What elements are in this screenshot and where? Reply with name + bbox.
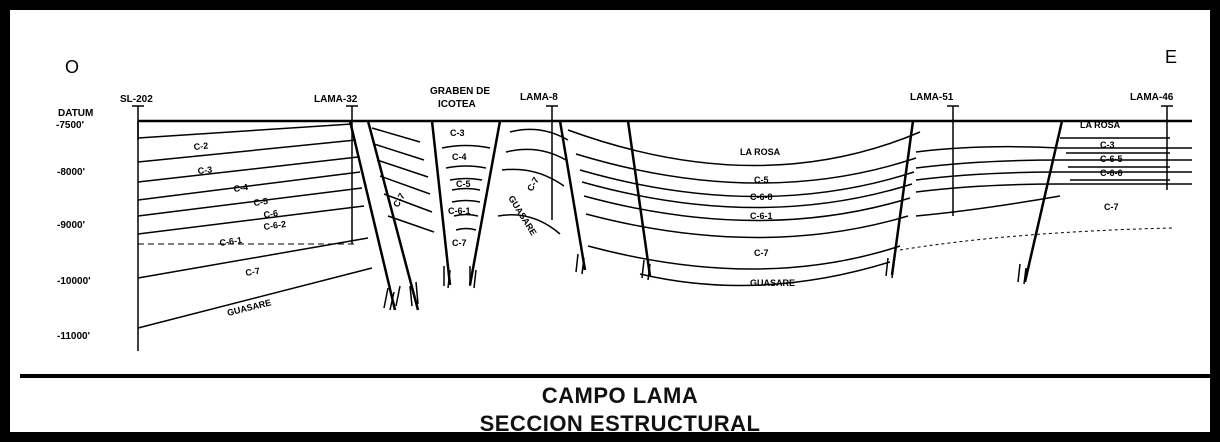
unit-c65-east: C-6-5 — [1100, 154, 1123, 164]
graben-label-line1: GRABEN DE — [430, 86, 490, 97]
structural-cross-section: O E DATUM -7500' -8000' -9000' -10000' -… — [56, 47, 1192, 351]
unit-c4-west: C-4 — [233, 182, 249, 194]
unit-c3-west: C-3 — [197, 165, 212, 176]
unit-c2-west: C-2 — [193, 141, 208, 152]
wells — [132, 105, 1173, 244]
unit-c4-graben: C-4 — [452, 152, 467, 162]
unit-c66-east: C-6-6 — [1100, 168, 1123, 178]
unit-c68-central: C-6-8 — [750, 192, 773, 202]
unit-c62-west: C-6-2 — [263, 219, 287, 232]
unit-c7-west: C-7 — [245, 266, 261, 278]
figure-caption: CAMPO LAMA SECCION ESTRUCTURAL — [20, 374, 1220, 442]
unit-c7-central: C-7 — [754, 248, 769, 258]
unit-c61-central: C-6-1 — [750, 211, 773, 221]
graben-label-line2: ICOTEA — [438, 99, 476, 110]
unit-c5-central: C-5 — [754, 175, 769, 185]
well-lama-8: LAMA-8 — [520, 92, 558, 103]
unit-c3-graben: C-3 — [450, 128, 465, 138]
unit-c7-sliver: C-7 — [391, 191, 407, 209]
unit-larosa-east: LA ROSA — [1080, 120, 1121, 130]
formation-boundaries — [137, 123, 1192, 329]
well-sl-202: SL-202 — [120, 94, 153, 105]
unit-c7-east: C-7 — [1104, 202, 1119, 212]
depth-tick-11000: -11000' — [57, 331, 90, 342]
well-lama-46: LAMA-46 — [1130, 92, 1174, 103]
unit-guasare-west: GUASARE — [226, 297, 272, 318]
unit-c5-graben: C-5 — [456, 179, 471, 189]
unit-c7-block: C-7 — [525, 175, 541, 193]
well-lama-32: LAMA-32 — [314, 94, 358, 105]
well-lama-51: LAMA-51 — [910, 92, 954, 103]
datum-depth: -7500' — [56, 120, 84, 131]
unit-c7-graben: C-7 — [452, 238, 467, 248]
datum-label: DATUM — [58, 108, 93, 119]
depth-tick-9000: -9000' — [57, 220, 85, 231]
unit-c5-west: C-5 — [253, 196, 269, 208]
depth-tick-8000: -8000' — [57, 167, 85, 178]
west-marker: O — [65, 57, 79, 77]
caption-title: CAMPO LAMA — [541, 383, 699, 408]
unit-guasare-central: GUASARE — [750, 278, 795, 288]
unit-c61-west: C-6-1 — [219, 235, 243, 248]
unit-larosa-central: LA ROSA — [740, 147, 781, 157]
depth-tick-10000: -10000' — [57, 276, 91, 287]
fault-lines — [348, 120, 1064, 311]
depth-axis: DATUM -7500' -8000' -9000' -10000' -1100… — [56, 108, 139, 351]
unit-c61-graben: C-6-1 — [448, 206, 471, 216]
unit-c6-west: C-6 — [263, 208, 279, 220]
fault-slip-marks — [383, 253, 1027, 311]
east-marker: E — [1165, 47, 1177, 67]
caption-subtitle: SECCION ESTRUCTURAL — [479, 411, 761, 436]
unit-c3-east: C-3 — [1100, 140, 1115, 150]
